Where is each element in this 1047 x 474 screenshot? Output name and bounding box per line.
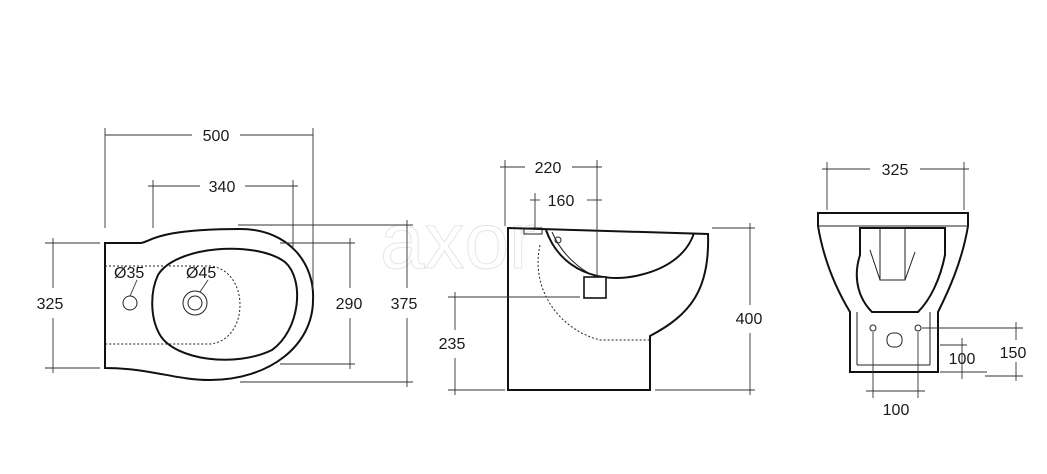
dim-340: 340: [209, 179, 236, 196]
back-view-outline: [817, 212, 969, 373]
top-view-outline: [104, 227, 315, 382]
side-view-hidden-trap: [537, 244, 650, 341]
watermark-text: axor: [380, 196, 536, 285]
dim-325-top: 325: [37, 296, 64, 313]
side-view: 220 160 235 400: [439, 160, 763, 395]
drain-hole-outer: [182, 290, 208, 316]
label-drain-hole: Ø45: [186, 265, 216, 282]
dim-500: 500: [203, 128, 230, 145]
side-view-bowl: [545, 229, 695, 279]
dim-100-vertical: 100: [949, 351, 976, 368]
dim-325-back: 325: [882, 162, 909, 179]
dim-160: 160: [548, 193, 575, 210]
top-view: 500 340 325 290 375 Ø35 Ø45: [37, 128, 418, 387]
drain-hole-leader: [199, 279, 209, 293]
side-view-outlet: [583, 276, 607, 299]
side-view-tap-body: [523, 227, 543, 235]
dim-290: 290: [336, 296, 363, 313]
side-view-outline: [507, 226, 710, 391]
dim-375: 375: [391, 296, 418, 313]
drain-hole-inner: [187, 295, 203, 311]
dim-150: 150: [1000, 345, 1027, 362]
dim-235: 235: [439, 336, 466, 353]
back-view-waste-outlet: [886, 332, 903, 348]
fixing-hole-right: [914, 324, 922, 332]
label-tap-hole: Ø35: [114, 265, 144, 282]
back-view: 325 100 100 150: [817, 162, 1027, 419]
dim-220: 220: [535, 160, 562, 177]
back-view-inner-bowl: [855, 227, 946, 313]
tap-hole: [122, 295, 138, 311]
dim-100-horizontal: 100: [883, 402, 910, 419]
tap-hole-leader: [129, 279, 138, 297]
fixing-hole-left: [869, 324, 877, 332]
dim-400: 400: [736, 311, 763, 328]
top-view-bowl-rim: [151, 247, 298, 361]
top-view-hidden-channel: [105, 265, 241, 345]
